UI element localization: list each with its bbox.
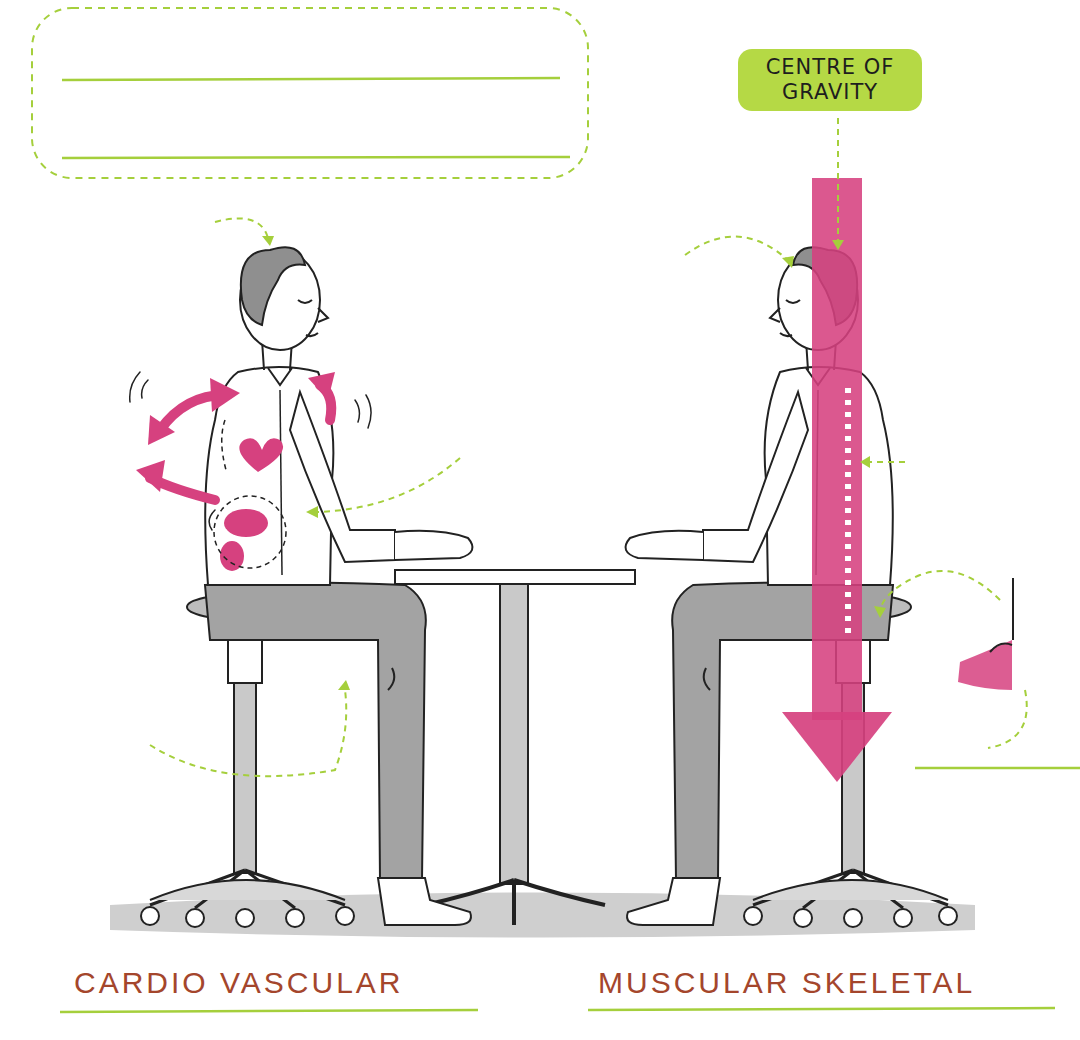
gravity-tag: CENTRE OF GRAVITY — [738, 49, 922, 111]
label-underline — [60, 1010, 478, 1012]
dashed-curve — [222, 420, 226, 470]
heart — [239, 438, 283, 472]
label-underline — [588, 1008, 1055, 1010]
table — [395, 570, 635, 925]
dashed-circle — [214, 496, 286, 568]
circulation-arrows — [130, 372, 371, 530]
system-label: MUSCULAR SKELETAL — [598, 966, 975, 1000]
note-line — [62, 157, 570, 158]
system-label: CARDIO VASCULAR — [74, 966, 404, 1000]
organ — [224, 509, 268, 537]
tag-text: CENTRE OF GRAVITY — [755, 55, 905, 105]
note-box — [32, 8, 588, 178]
right-person — [626, 247, 958, 927]
gravity-arrow — [782, 178, 892, 782]
pointer-arrows — [150, 118, 1027, 776]
note-line — [62, 78, 560, 80]
left-person — [141, 247, 473, 927]
pointer-heads — [262, 236, 886, 690]
edge-fragment — [915, 578, 1080, 768]
